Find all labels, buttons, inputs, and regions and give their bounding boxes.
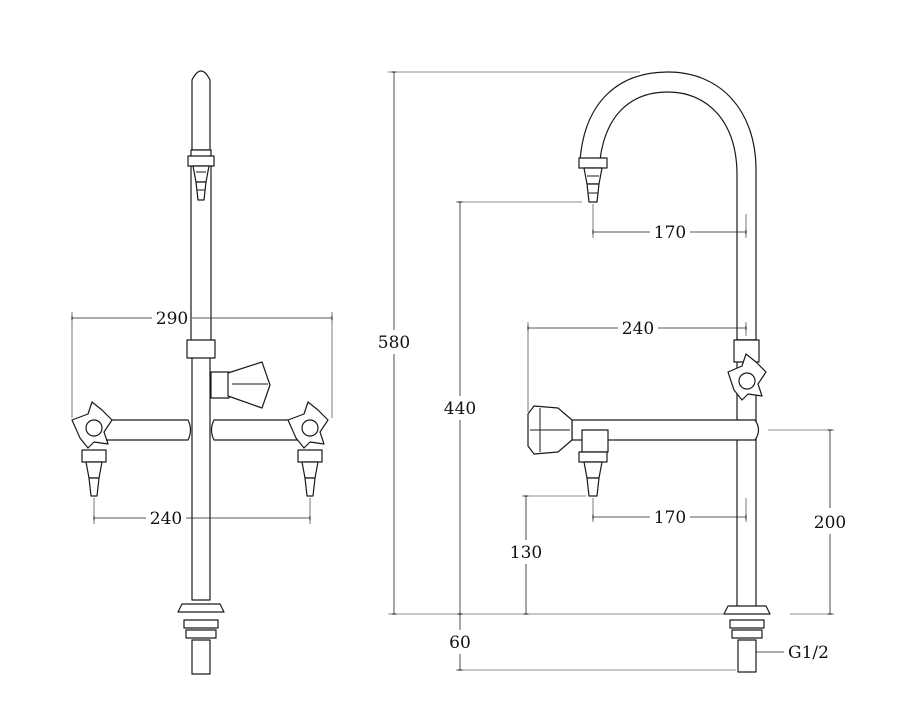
side-horizontal-arm (571, 419, 760, 441)
side-dim-130: 130 (510, 495, 586, 615)
dim-outlet-spacing-label: 240 (150, 509, 182, 529)
side-dim-170-top: 170 (592, 204, 747, 243)
front-base (177, 603, 225, 675)
dim-handle-reach-label: 240 (622, 319, 654, 339)
dim-top-reach-label: 170 (654, 223, 686, 243)
side-view: 580 440 130 200 60 (378, 71, 846, 673)
side-column-valve (727, 339, 767, 401)
side-dim-240: 240 (527, 319, 747, 412)
front-crossbar (94, 419, 306, 441)
side-dim-170-lower: 170 (592, 498, 747, 528)
front-view: 290 240 (71, 70, 333, 675)
side-dim-60: 60 (449, 613, 736, 671)
side-dim-200: 200 (768, 429, 846, 615)
dim-lower-outlet-height-label: 130 (510, 543, 542, 563)
side-gooseneck (579, 71, 757, 341)
dim-arm-height-label: 200 (814, 513, 846, 533)
thread-label: G1/2 (788, 643, 829, 663)
front-top-nozzle (187, 155, 215, 201)
front-right-valve (287, 401, 329, 497)
side-lower-nozzle (578, 429, 609, 497)
front-pillar (190, 70, 212, 601)
dim-top-outlet-height-label: 440 (444, 399, 476, 419)
front-dim-290: 290 (71, 309, 333, 418)
dim-lower-reach-label: 170 (654, 508, 686, 528)
side-base (723, 605, 771, 673)
side-thread-callout: G1/2 (755, 643, 829, 663)
front-dim-240: 240 (93, 498, 311, 529)
side-dim-440: 440 (444, 201, 582, 615)
dim-total-height-label: 580 (378, 333, 410, 353)
front-left-valve (71, 401, 113, 497)
front-center-coupling (186, 339, 271, 409)
side-top-nozzle (578, 157, 608, 203)
dim-shank-length-label: 60 (449, 633, 471, 653)
dim-overall-width-label: 290 (156, 309, 188, 329)
side-dim-580: 580 (378, 71, 724, 615)
side-wing-handle (527, 405, 573, 455)
